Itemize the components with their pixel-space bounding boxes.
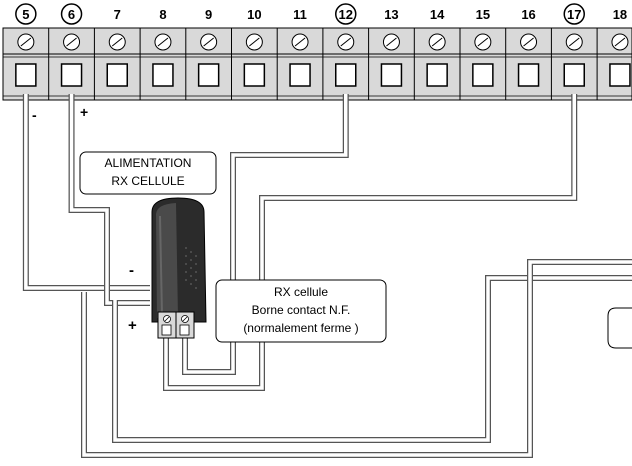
terminal-slot (243, 63, 266, 87)
terminal-number: 6 (68, 7, 75, 22)
terminal-strip: 5 6 7 8 9 10 11 12 13 14 15 16 17 18 (2, 3, 632, 101)
contact-label-line3: (normalement ferme ) (243, 321, 358, 335)
terminal-number: 8 (159, 7, 166, 22)
terminal-slot (15, 63, 37, 87)
terminal-number: 11 (293, 7, 307, 22)
terminal-number: 15 (476, 7, 490, 22)
wire-loop-inner (112, 275, 632, 443)
terminal-slot (609, 63, 631, 87)
terminal-slot (380, 63, 403, 87)
terminal-7 (93, 28, 128, 100)
terminal-5 (2, 28, 37, 100)
contact-label-line2: Borne contact N.F. (252, 303, 351, 317)
terminal-11 (276, 28, 311, 100)
terminal-18 (596, 28, 631, 100)
terminal-number-circle (563, 3, 585, 25)
terminal-13 (368, 28, 403, 100)
wire-loop-outer (81, 259, 632, 458)
partial-box (607, 307, 632, 349)
terminal-6 (48, 28, 83, 100)
photocell-receiver (151, 197, 207, 339)
terminal-number-circle (335, 3, 357, 25)
terminal-slot (152, 63, 174, 87)
wires (22, 94, 632, 458)
terminal-14 (413, 28, 448, 100)
cell-plus-label: + (128, 317, 137, 334)
terminal-slot (197, 63, 220, 87)
terminal-slot (472, 63, 494, 87)
terminal-number: 17 (567, 7, 581, 22)
terminal-17 (550, 28, 585, 100)
terminal-number: 7 (114, 7, 121, 22)
terminal-slot (106, 63, 128, 87)
terminal-number: 14 (430, 7, 445, 22)
terminal-number: 10 (247, 7, 261, 22)
terminal-number: 5 (22, 7, 29, 22)
wire-terminal12 (182, 94, 349, 375)
power-label-box: ALIMENTATION RX CELLULE (79, 151, 217, 195)
power-label-line2: RX CELLULE (111, 174, 184, 188)
terminal-slot (563, 63, 585, 87)
terminal-slot (60, 63, 83, 87)
terminal-10 (231, 28, 266, 100)
terminal-8 (139, 28, 174, 100)
terminal-number: 13 (384, 7, 398, 22)
terminal5-polarity: - (32, 107, 37, 123)
terminal-number-circle (15, 3, 37, 25)
terminal-slot (335, 63, 357, 87)
terminal-number: 12 (339, 7, 353, 22)
terminal-number-circle (60, 3, 83, 25)
wire-terminal17 (163, 94, 578, 391)
terminal-16 (505, 28, 540, 100)
terminal-12 (322, 28, 357, 100)
contact-label-line1: RX cellule (274, 285, 328, 299)
terminal-slot (289, 63, 311, 87)
power-label-line1: ALIMENTATION (105, 156, 192, 170)
terminal-slot (517, 63, 540, 87)
cell-minus-label: - (129, 262, 134, 279)
wire-terminal6 (68, 94, 150, 306)
terminal-number: 16 (521, 7, 535, 22)
terminal-15 (459, 28, 494, 100)
terminal-slot (426, 63, 448, 87)
terminal-9 (185, 28, 220, 100)
terminal-number: 9 (205, 7, 212, 22)
contact-label-box: RX cellule Borne contact N.F. (normaleme… (215, 279, 387, 343)
terminal6-polarity: + (80, 104, 88, 120)
terminal-number: 18 (613, 7, 627, 22)
